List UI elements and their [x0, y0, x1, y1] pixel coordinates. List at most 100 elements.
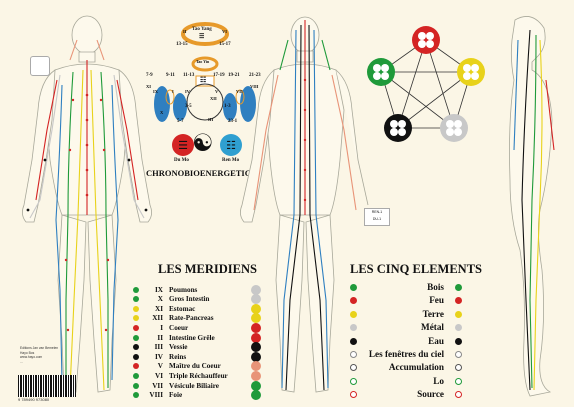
element-left-dot — [350, 377, 357, 385]
element-left-dot — [350, 310, 357, 318]
hour-9-11: 9-11 — [166, 73, 175, 78]
barcode-number: 9 789490 973080 — [18, 397, 50, 402]
meridian-color-dot — [251, 361, 261, 372]
meridian-marker-dot — [133, 392, 139, 399]
hour-21-23: 21-23 — [249, 73, 261, 78]
element-label: Accumulation — [388, 362, 444, 373]
meridian-name: Maître du Coeur — [169, 362, 221, 371]
meridian-row: II Intestine Grêle — [133, 332, 215, 343]
meridian-roman: IX — [155, 285, 163, 294]
element-left-dot — [350, 351, 357, 358]
element-row: Métal — [350, 322, 462, 335]
roman-vii: VII — [236, 89, 243, 94]
hour-13-15: 13-15 — [176, 42, 188, 47]
meridian-roman: IV — [155, 352, 163, 361]
meridian-marker-dot — [133, 353, 139, 360]
element-right-dot — [455, 364, 462, 372]
roman-x: X — [160, 110, 164, 115]
meridian-roman: XII — [152, 314, 163, 323]
roman-v: V — [215, 89, 219, 94]
element-label: Bois — [427, 282, 444, 292]
element-row: Source — [350, 389, 462, 402]
publisher-line2: Hayo Bos — [20, 350, 35, 355]
element-right-dot — [455, 297, 462, 305]
element-right-dot — [455, 337, 462, 345]
element-right-dot — [455, 377, 462, 385]
meridian-color-dot — [251, 342, 261, 353]
meridian-color-dot — [251, 284, 261, 295]
meridian-name: Intestine Grêle — [169, 333, 215, 342]
meridian-roman: V — [157, 362, 163, 371]
meridian-row: XII Rate-Pancreas — [133, 313, 214, 324]
meridian-name: Rate-Pancreas — [169, 314, 214, 323]
element-right-dot — [455, 351, 462, 358]
element-row: Terre — [350, 309, 462, 322]
du-mo-label: Du Mo — [174, 158, 189, 163]
side-body-figure — [509, 16, 555, 397]
element-right-dot — [455, 310, 462, 318]
meridian-marker-dot — [133, 286, 139, 293]
meridian-roman: III — [154, 343, 163, 352]
meridian-color-dot — [251, 370, 261, 381]
meridian-roman: X — [157, 295, 163, 304]
front-body-figure — [22, 15, 152, 393]
element-label: Les fenêtres du ciel — [368, 349, 444, 359]
tao-yang-label: Tao Yang — [192, 27, 212, 32]
meridian-roman: II — [157, 333, 163, 342]
element-label: Source — [417, 389, 444, 400]
publisher-line3: www.hayo.com — [20, 355, 43, 359]
element-left-dot — [350, 324, 357, 332]
meridian-color-dot — [251, 390, 261, 401]
roman-viii: VIII — [250, 84, 259, 89]
meridian-color-dot — [251, 313, 261, 324]
meridian-roman: VII — [152, 381, 163, 390]
du-mo-icon: ☰ — [172, 134, 194, 156]
meridian-color-dot — [251, 332, 261, 343]
element-left-dot — [350, 284, 357, 291]
meridian-roman: I — [160, 323, 163, 332]
meridian-color-dot — [251, 322, 261, 333]
meridian-marker-dot — [133, 344, 139, 351]
meridian-name: Vésicule Biliaire — [169, 381, 219, 390]
element-left-dot — [350, 297, 357, 305]
publisher-line4: ... — [20, 359, 23, 364]
hour-23-1: 23-1 — [228, 119, 238, 124]
tao-yin-glyph: ☷ — [200, 76, 207, 84]
meridian-name: Coeur — [169, 323, 189, 332]
publisher-info: Editions Jan van Bemelen Hayo Bos www.ha… — [20, 346, 80, 364]
barcode — [18, 375, 76, 397]
tao-yang-glyph: ☰ — [199, 34, 205, 40]
element-left-dot — [350, 364, 357, 372]
element-left-dot — [350, 391, 357, 399]
meridian-name: Reins — [169, 352, 187, 361]
hour-17-19: 17-19 — [213, 73, 225, 78]
roman-xi: XI — [146, 84, 152, 89]
meridian-row: I Coeur — [133, 322, 188, 333]
tao-yin-label: Tao Yin — [196, 59, 210, 64]
element-right-dot — [455, 391, 462, 399]
cinq-elements-title: LES CINQ ELEMENTS — [350, 262, 482, 276]
roman-vi: VI — [222, 29, 228, 34]
element-label: Lo — [433, 375, 444, 386]
meridian-name: Estomac — [169, 304, 196, 313]
element-left-dot — [350, 337, 357, 345]
element-right-dot — [455, 324, 462, 332]
meridian-marker-dot — [133, 324, 139, 331]
meridian-color-dot — [251, 294, 261, 305]
meridian-roman: VI — [155, 371, 163, 380]
meridian-name: Foie — [169, 391, 183, 400]
hour-5-7: 5-7 — [177, 119, 184, 124]
element-label: Métal — [421, 322, 444, 333]
ren-label: REN-1 — [371, 210, 383, 214]
hour-19-21: 19-21 — [228, 73, 240, 78]
meridian-name: Triple Réchauffeur — [169, 371, 228, 380]
ren-mo-icon: ☷ — [220, 134, 242, 156]
chronobio-wheel — [154, 22, 256, 122]
element-row: Les fenêtres du ciel — [350, 349, 462, 362]
meridian-marker-dot — [133, 296, 139, 303]
ren-mo-label: Ren Mo — [222, 158, 240, 163]
